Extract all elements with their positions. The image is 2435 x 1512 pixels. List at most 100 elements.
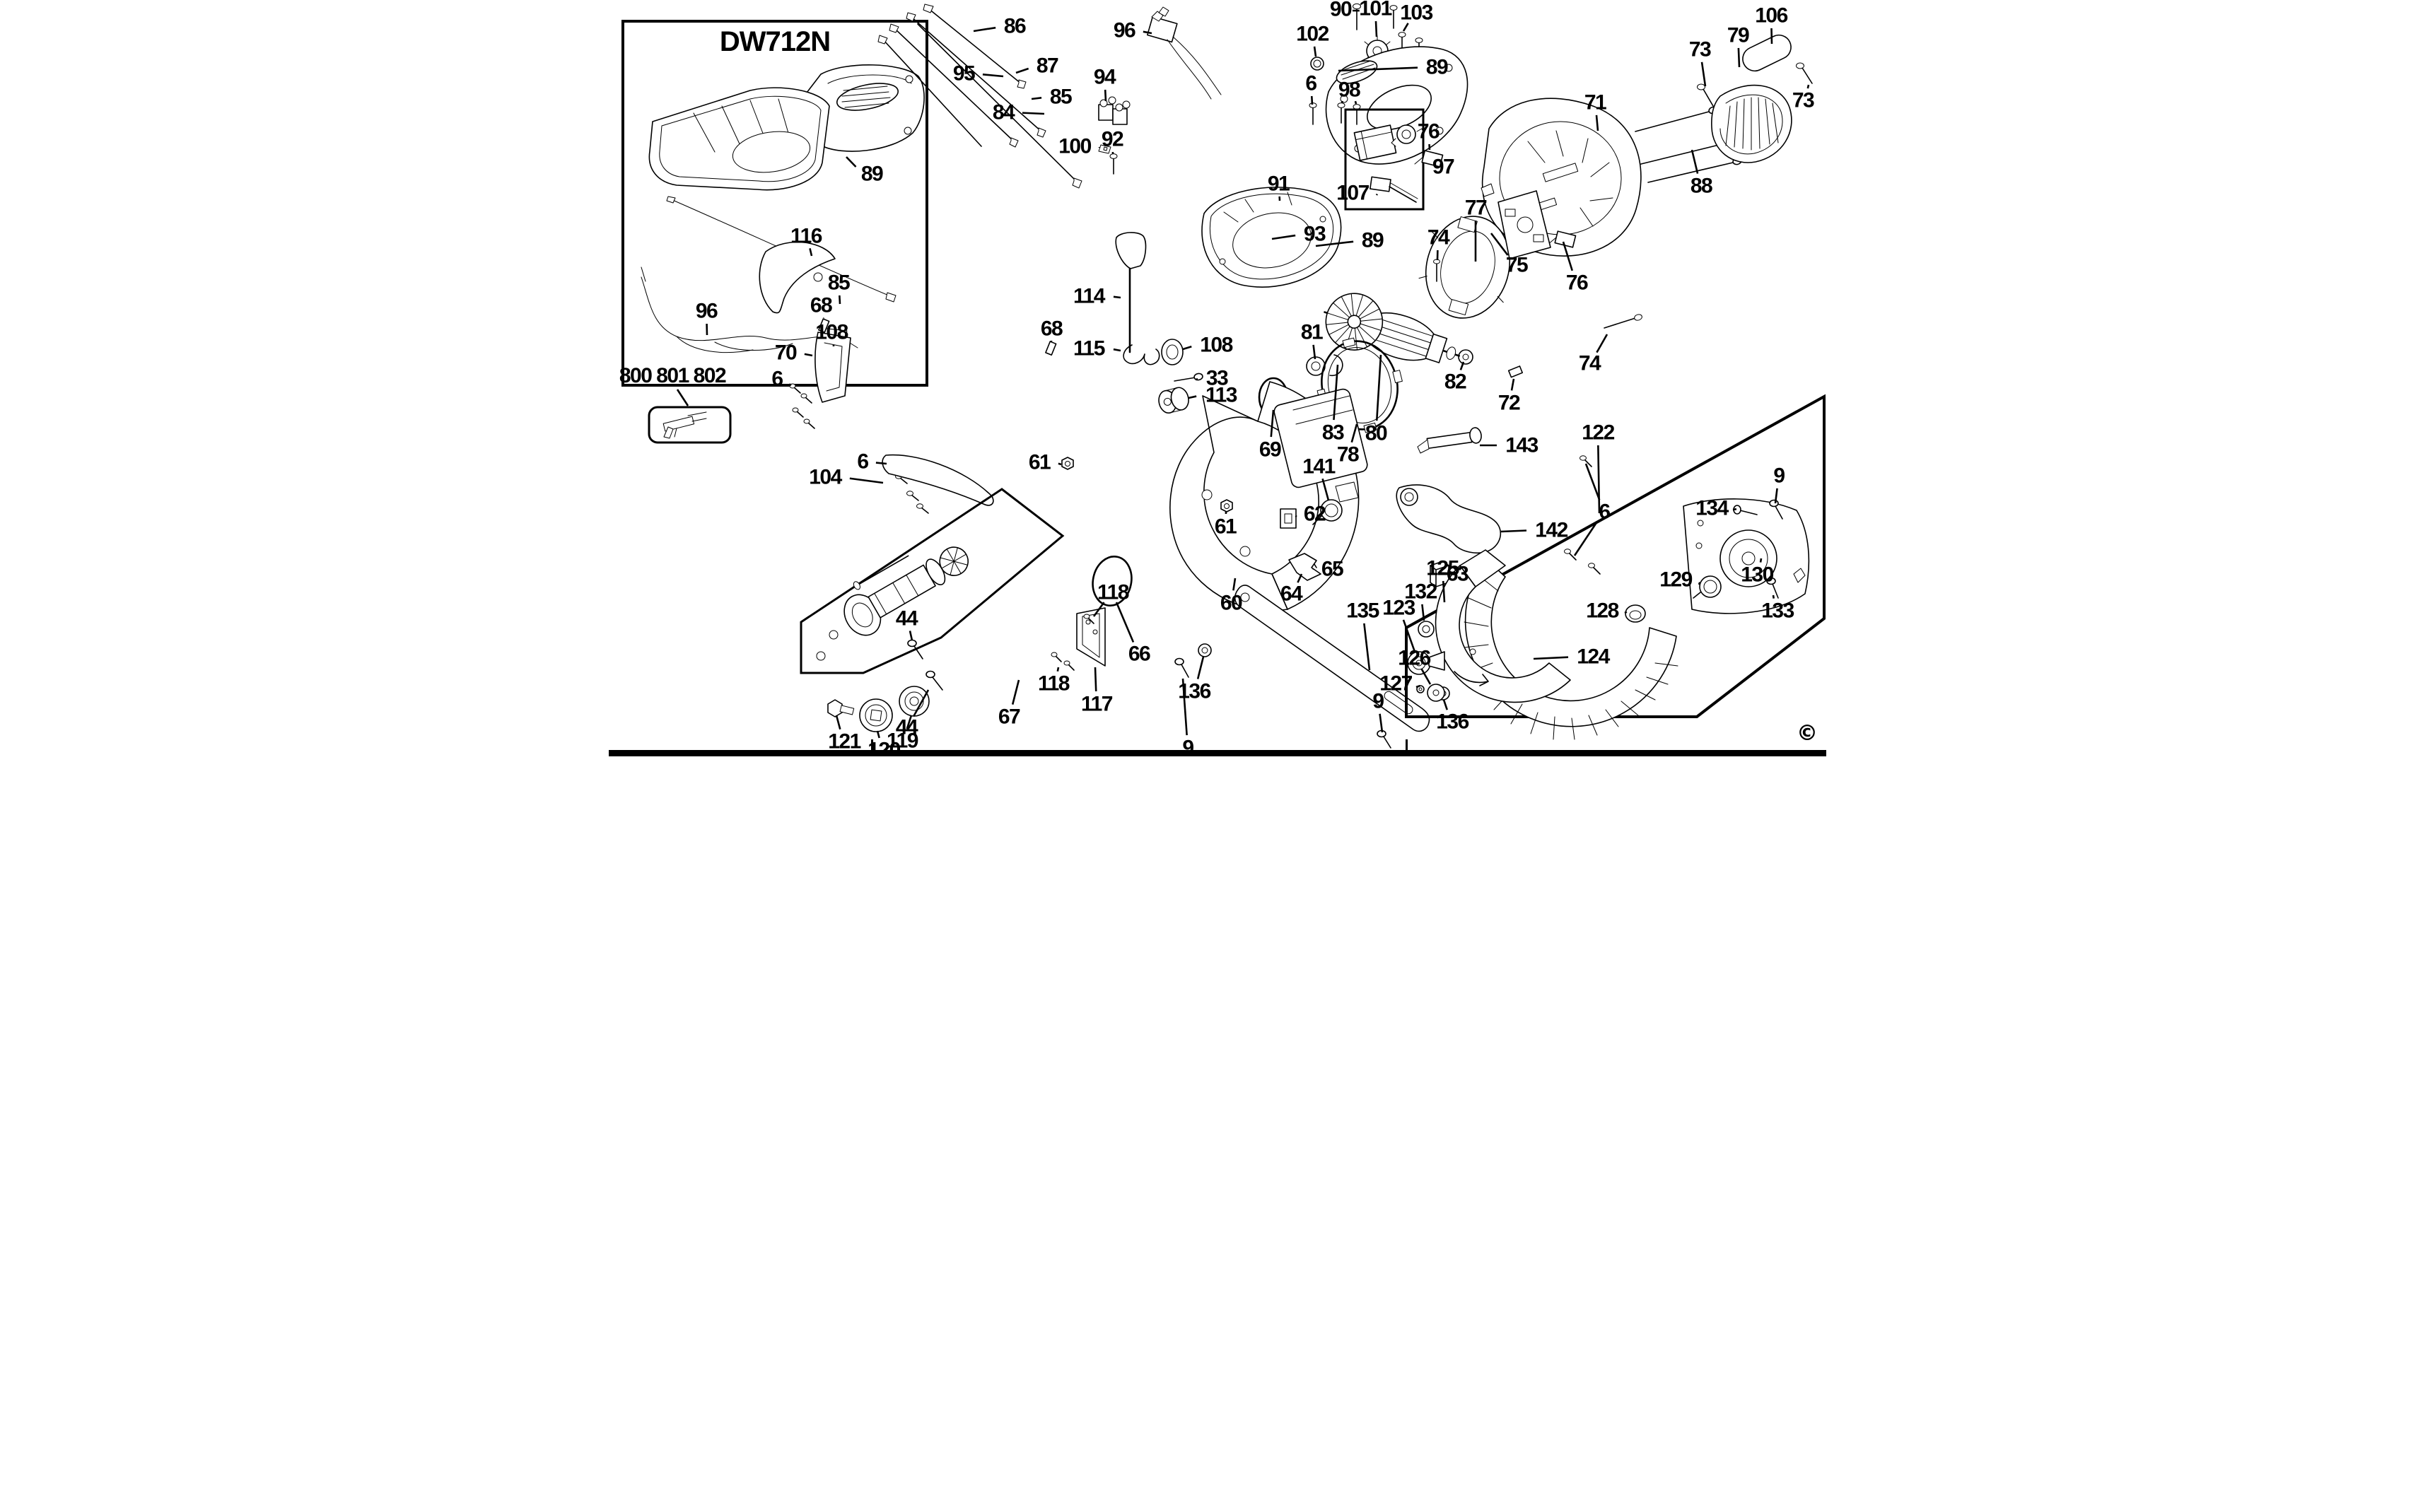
part-label-95: 95 [953, 62, 975, 86]
part-label-124: 124 [1577, 645, 1610, 669]
switch-kit-box [1344, 108, 1425, 211]
leader-line-106 [1770, 28, 1773, 45]
part-label-116: 116 [790, 225, 822, 248]
washer-82-drawing [1458, 349, 1473, 365]
part-label-104: 104 [809, 466, 842, 489]
part-label-79: 79 [1727, 24, 1749, 47]
leader-line-95 [982, 73, 1004, 78]
leader-line-114 [1113, 295, 1121, 299]
leader-line-120 [876, 730, 880, 739]
leader-line-115 [1113, 348, 1121, 352]
part-label-85: 85 [828, 271, 850, 295]
leader-line-69 [1270, 409, 1275, 438]
part-label-73: 73 [1689, 38, 1711, 61]
leader-line-87 [1015, 67, 1029, 74]
bolt-9b-drawing [1377, 729, 1391, 749]
flange-119-drawing [899, 686, 930, 717]
part-label-130: 130 [1741, 563, 1773, 587]
leader-line-129 [1698, 582, 1701, 585]
lower-guard-125-drawing [1435, 549, 1571, 703]
part-label-94: 94 [1094, 66, 1116, 89]
rotation-arrow-icon [1454, 671, 1489, 686]
part-label-141: 141 [1302, 455, 1335, 479]
leader-line-6 [875, 462, 887, 465]
part-label-113: 113 [1205, 384, 1237, 407]
bolt-133-drawing [1766, 577, 1779, 599]
washer-108r-drawing [1161, 339, 1184, 365]
part-label-68: 68 [810, 294, 832, 317]
leader-line-116 [809, 248, 813, 257]
part-label-83: 83 [1322, 421, 1344, 445]
kit-tool-glyph [662, 411, 707, 439]
leader-line-9 [1379, 713, 1384, 733]
part-label-98: 98 [1338, 78, 1360, 102]
screw-44b-drawing [925, 670, 943, 691]
leader-line-133 [1772, 594, 1775, 599]
part-label-70: 70 [775, 341, 797, 365]
leader-line-126 [1420, 668, 1432, 685]
part-label-117: 117 [1081, 693, 1113, 716]
part-label-103: 103 [1400, 1, 1432, 25]
cable-drawings [877, 4, 1082, 189]
part-label-89: 89 [1426, 56, 1448, 79]
leader-line-128 [1624, 611, 1628, 614]
screws-98-drawing [1337, 102, 1361, 125]
part-label-9: 9 [1773, 464, 1785, 488]
leader-line-86 [973, 26, 996, 33]
spring-129-drawing [1693, 575, 1722, 599]
part-label-71: 71 [1584, 91, 1606, 115]
leader-line-6 [1573, 522, 1598, 556]
pin-68r-drawing [1045, 341, 1057, 356]
part-label-82: 82 [1444, 370, 1466, 394]
part-label-128: 128 [1586, 599, 1618, 623]
leader-line-76 [1562, 241, 1574, 271]
end-cap-79-drawing [1711, 84, 1792, 163]
part-label-86: 86 [1004, 15, 1026, 38]
part-label-97: 97 [1432, 156, 1454, 179]
part-label-61: 61 [1215, 515, 1237, 539]
leader-line-118 [1092, 602, 1105, 617]
part-label-136: 136 [1178, 680, 1210, 703]
part-label-66: 66 [1128, 643, 1150, 666]
part-label-6: 6 [1305, 72, 1316, 95]
model-title: DW712N [720, 26, 830, 57]
leader-line-66 [1115, 602, 1135, 643]
leader-line-85 [839, 295, 841, 305]
part-label-89: 89 [861, 163, 883, 186]
nut-61b-drawing [1220, 499, 1233, 512]
leader-line-96 [1143, 30, 1152, 35]
part-label-80: 80 [1365, 422, 1387, 445]
leader-line-132 [1421, 604, 1425, 621]
part-label-129: 129 [1659, 568, 1692, 592]
screw-90-drawing [1353, 3, 1361, 30]
part-label-134: 134 [1695, 497, 1729, 520]
rod-114-drawing [1115, 232, 1147, 353]
part-label-89: 89 [1362, 229, 1384, 252]
kit-box: 800 801 802 [619, 364, 732, 444]
leader-line-136 [1442, 699, 1449, 710]
leader-line-103 [1402, 23, 1409, 32]
part-label-118: 118 [1038, 672, 1070, 696]
part-label-133: 133 [1761, 599, 1794, 623]
leader-line-119 [906, 715, 913, 729]
leader-line-9 [1181, 678, 1188, 736]
part-label-119: 119 [887, 729, 918, 753]
leader-line-93 [1271, 234, 1296, 240]
pin-68l-drawing [818, 318, 830, 334]
part-label-61: 61 [1029, 451, 1051, 474]
part-label-108: 108 [1200, 334, 1232, 357]
bolt-33-drawing [1174, 373, 1203, 382]
leader-line-82 [1459, 361, 1465, 370]
oring-66-drawing [1092, 556, 1133, 606]
pin-74a-drawing [1433, 259, 1440, 282]
wedge-117-drawing [1076, 607, 1106, 667]
screws-6b-drawing [789, 383, 815, 429]
part-label-74: 74 [1427, 226, 1450, 250]
inset-border [621, 20, 928, 387]
leader-line-6 [788, 383, 792, 387]
armature-80-drawing [1324, 293, 1461, 363]
leader-line-98 [1354, 100, 1357, 105]
part-label-101: 101 [1359, 0, 1391, 20]
bushing-123-drawing [1407, 651, 1445, 675]
